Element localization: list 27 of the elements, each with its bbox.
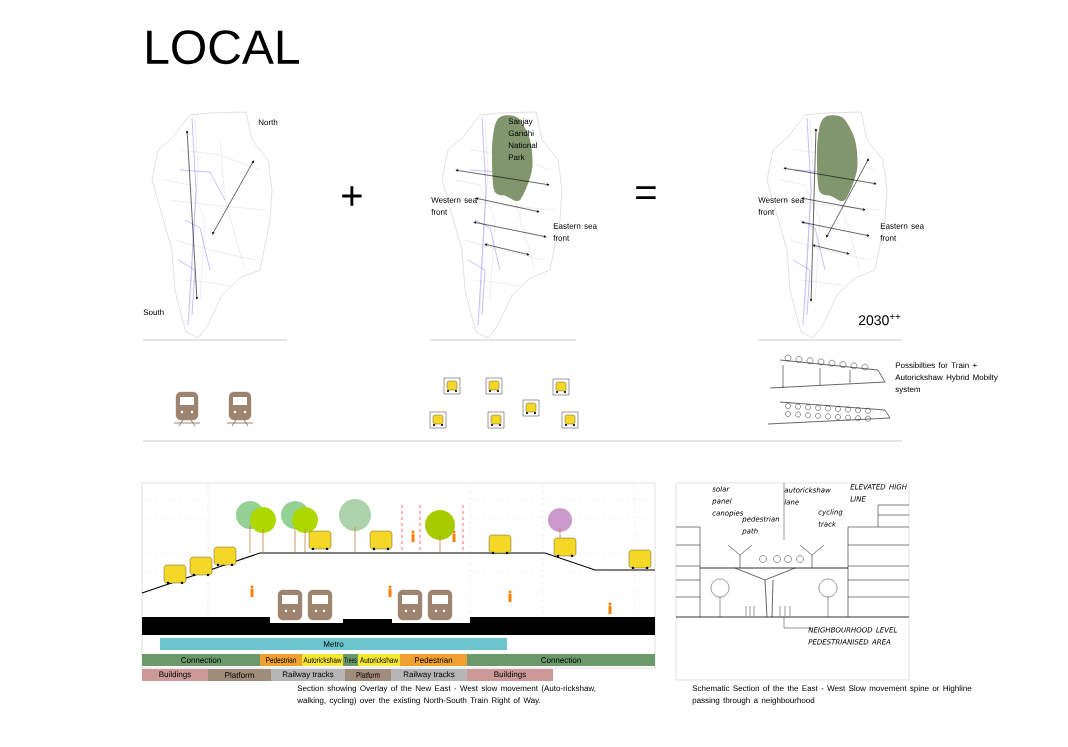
- zone-bar: Metro: [160, 638, 507, 650]
- zone-bar: Connection: [142, 654, 260, 666]
- map-label: North: [258, 119, 278, 126]
- zone-bar: Autorickshaw: [302, 654, 343, 666]
- caption: Section showing Overlay of the New East - West slow movement (Auto-rickshaw, walking, cycling) over the existing North-South Train Right of Way.: [297, 685, 596, 705]
- plus-sign: +: [342, 186, 362, 206]
- map-label: Western sea front: [431, 197, 478, 215]
- title: LOCAL: [147, 30, 299, 65]
- year-label: 2030$^{++}$: [858, 314, 901, 326]
- map-label: Western sea front: [758, 197, 805, 215]
- zone-bar: Pedestrian: [260, 654, 302, 666]
- map-label: Eastern sea front: [553, 223, 597, 241]
- zone-bar: Pedestrian: [400, 654, 467, 666]
- zone-bar: Buildings: [467, 669, 553, 681]
- equals-sign: =: [636, 186, 656, 200]
- zone-bar: Trees: [343, 654, 358, 666]
- zone-bar: Autorickshaw: [358, 654, 400, 666]
- note: Possibilties for Train + Autorickshaw Hybrid Mobilty system: [895, 362, 998, 394]
- zone-bar: Connection: [467, 654, 655, 666]
- zone-bar: Railway tracks: [271, 669, 345, 681]
- zone-bar: Buildings: [142, 669, 208, 681]
- zone-bar: Platform: [345, 669, 391, 681]
- map-label: Eastern sea front: [880, 223, 924, 241]
- caption: Schematic Section of the the East - West Slow movement spine or Highline passing through a neighbourhood: [692, 685, 972, 705]
- zone-bar: Platform: [208, 669, 271, 681]
- map-label: South: [143, 309, 164, 316]
- zone-bar: Railway tracks: [391, 669, 467, 681]
